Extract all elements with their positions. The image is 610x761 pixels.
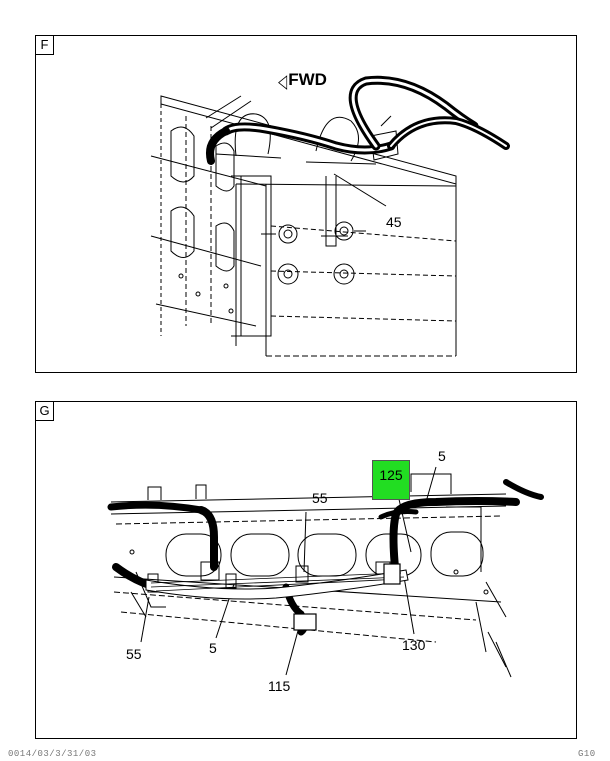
callout-125: 125 (379, 467, 403, 483)
highlighted-callout-125: 125 (372, 460, 410, 500)
callout-55-top: 55 (312, 490, 328, 506)
callout-45: 45 (386, 214, 402, 230)
fwd-label: FWD (288, 70, 327, 89)
forward-arrow-icon: ◁ (278, 69, 288, 93)
callout-55-left: 55 (126, 646, 142, 662)
forward-direction-indicator: ◁FWD (278, 69, 327, 93)
callout-5-top: 5 (438, 448, 446, 464)
panel-f: F (35, 35, 577, 373)
panel-label-g: G (36, 402, 54, 421)
footer-document-code: 0014/03/3/31/03 (8, 749, 97, 759)
panel-label-f: F (36, 36, 54, 55)
callout-115: 115 (268, 678, 291, 694)
frame-rail-drawing-g (107, 466, 544, 678)
footer-page-code: G10 (578, 749, 596, 759)
callout-130: 130 (402, 637, 426, 653)
callout-5-bottom: 5 (209, 640, 217, 656)
panel-g: G (35, 401, 577, 739)
frame-rail-drawing-f (150, 75, 510, 357)
